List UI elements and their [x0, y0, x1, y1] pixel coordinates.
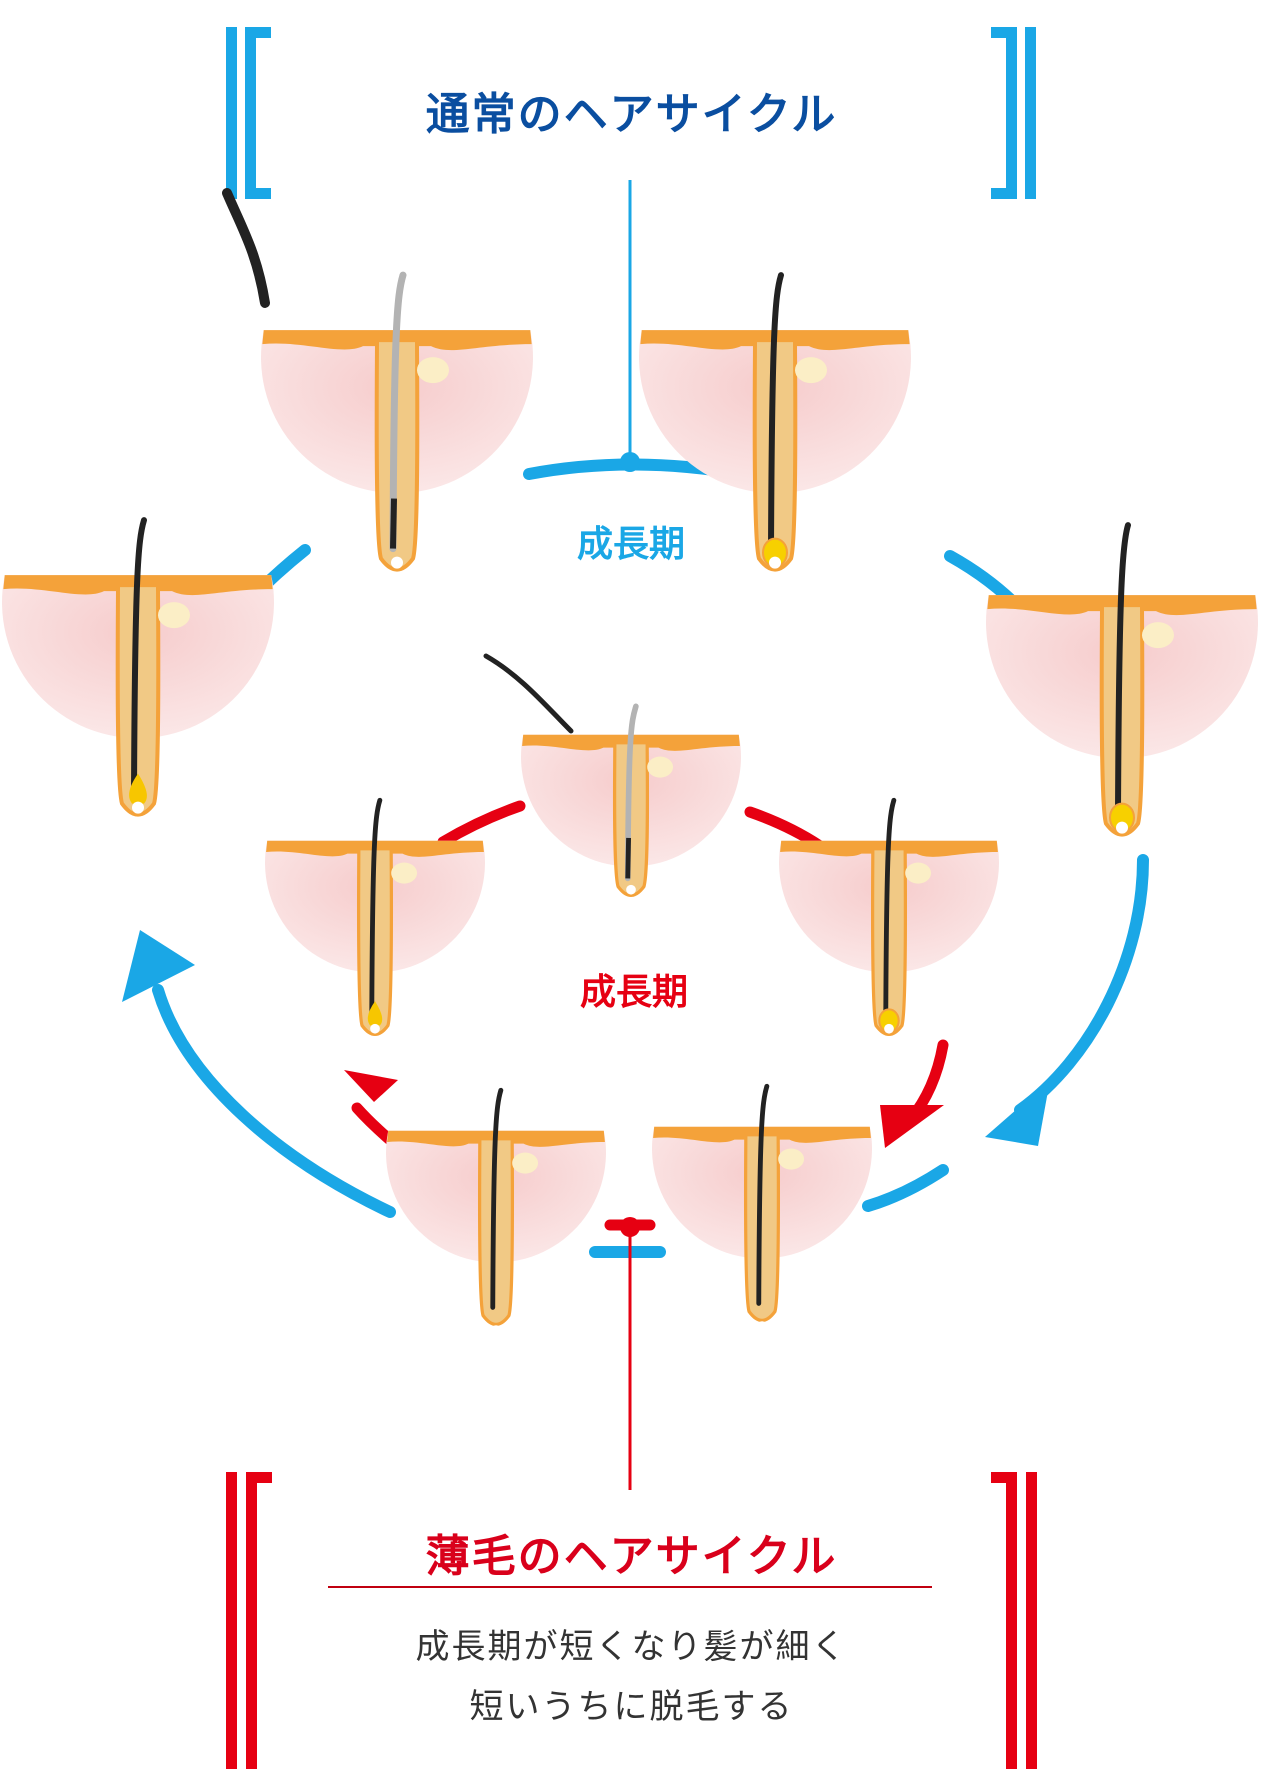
blue-arrowhead-right — [985, 1080, 1050, 1146]
follicle-illustration — [986, 522, 1258, 837]
normal-cycle-title: 通常のヘアサイクル — [425, 89, 838, 140]
follicle-illustration — [779, 797, 999, 1036]
normal-cycle-phase-label: 成長期 — [576, 524, 685, 565]
follicle-illustration — [2, 517, 274, 817]
follicle-illustration — [386, 1087, 606, 1335]
red-arrowhead-left — [344, 1070, 398, 1102]
thinning-description-line-1: 成長期が短くなり髪が細く — [415, 1627, 848, 1667]
follicle-illustration — [222, 188, 533, 572]
normal-cycle-bracket — [226, 27, 1036, 199]
follicle-illustration — [483, 653, 741, 897]
thinning-cycle-title: 薄毛のヘアサイクル — [425, 1531, 838, 1582]
thinning-cycle-bracket — [226, 1472, 1037, 1769]
thinning-cycle-phase-label: 成長期 — [579, 972, 688, 1013]
follicle-illustration — [639, 272, 911, 572]
follicle-illustration — [265, 797, 485, 1036]
follicle-illustration — [652, 1083, 872, 1331]
normal-connector-dot — [620, 452, 640, 472]
red-arrowhead-right — [880, 1105, 944, 1148]
blue-arrowhead-left — [122, 930, 195, 1002]
thinning-description-line-2: 短いうちに脱毛する — [469, 1687, 794, 1727]
